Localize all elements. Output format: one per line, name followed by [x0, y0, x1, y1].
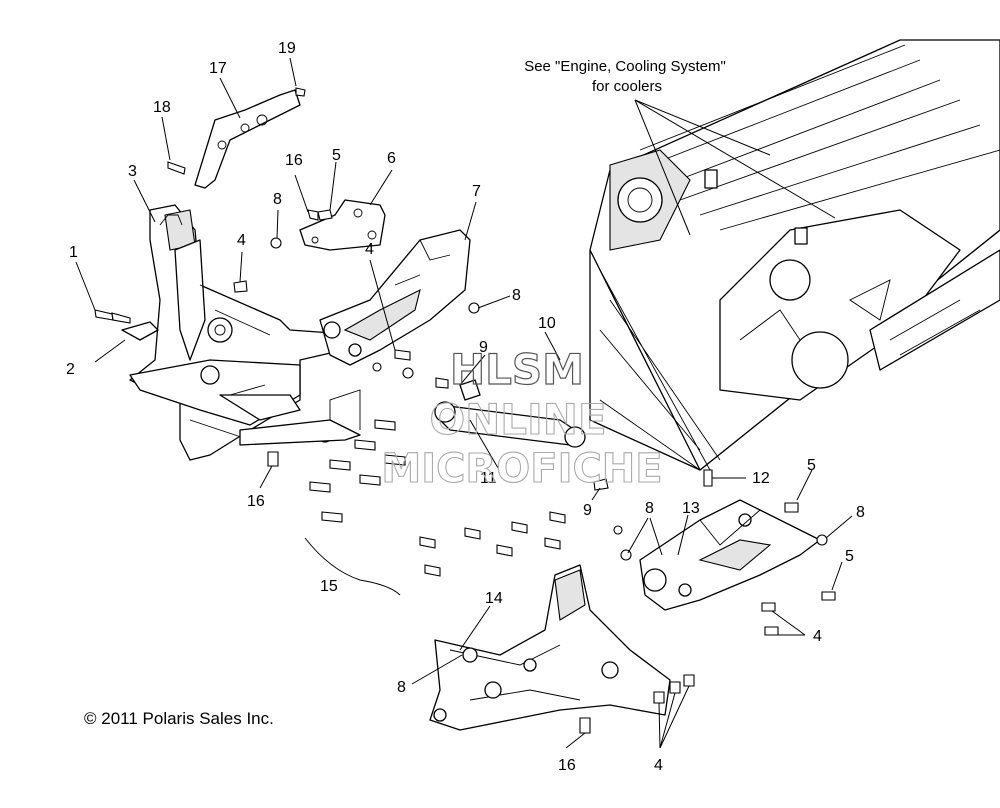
callout-10: 10	[538, 315, 556, 332]
nut-part-8-top	[270, 237, 282, 249]
shaft-part-11	[434, 379, 586, 448]
callout-5-top: 5	[332, 147, 341, 164]
callout-9-low: 9	[583, 502, 592, 519]
callout-13: 13	[682, 500, 700, 517]
bolt-group-part-15	[304, 419, 406, 596]
callout-19: 19	[278, 40, 296, 57]
callout-8-right-b: 8	[856, 504, 865, 521]
cooler-note: See "Engine, Cooling System" for coolers	[524, 58, 726, 95]
callout-17: 17	[209, 60, 227, 77]
nut-part-8-mid	[372, 302, 480, 379]
watermark: HLSM ONLINE MICROFICHE	[381, 344, 663, 492]
bolt-part-19	[295, 87, 306, 97]
callout-8-right-a: 8	[645, 500, 654, 517]
leader-lines	[75, 57, 853, 749]
callout-14: 14	[485, 590, 503, 607]
bolt-part-5-top	[317, 209, 333, 221]
hardware-part-13	[613, 502, 836, 636]
callout-8-low: 8	[397, 679, 406, 696]
watermark-line-3: MICROFICHE	[381, 446, 662, 492]
tunnel-chassis	[589, 39, 1000, 471]
watermark-line-1: HLSM	[450, 345, 584, 394]
callout-4-mid: 4	[365, 241, 374, 258]
watermark-line-2: ONLINE	[429, 395, 606, 444]
bulkhead-part-14	[429, 564, 671, 731]
copyright: © 2011 Polaris Sales Inc.	[84, 709, 274, 728]
callout-5-right-low: 5	[845, 548, 854, 565]
bolt-part-1	[94, 309, 131, 324]
callout-16-top: 16	[285, 152, 303, 169]
bolt-part-4-mid	[394, 349, 411, 361]
bracket-part-13	[639, 499, 821, 611]
callout-12: 12	[752, 470, 770, 487]
front-bulkhead-left	[129, 204, 366, 461]
callout-7: 7	[472, 183, 481, 200]
bolt-part-12	[703, 469, 713, 487]
callout-3: 3	[128, 163, 137, 180]
callout-4-low: 4	[654, 757, 663, 774]
callout-9-top: 9	[479, 339, 488, 356]
callout-16-mid: 16	[247, 493, 265, 510]
callout-8-top: 8	[273, 191, 282, 208]
callout-6: 6	[387, 150, 396, 167]
callout-15: 15	[320, 578, 338, 595]
callout-16-low: 16	[558, 757, 576, 774]
callout-4-top: 4	[237, 232, 246, 249]
note-line-2: for coolers	[592, 78, 662, 95]
hardware-part-14	[267, 451, 695, 734]
bolt-part-18	[167, 161, 186, 175]
bracket-part-17	[194, 89, 301, 189]
callout-numbers: 19 17 18 3 1 2 16 5 6 8 4 7 4 8 10 9 11 …	[66, 40, 865, 774]
callout-11: 11	[480, 470, 497, 487]
bolt-part-4-top	[233, 280, 248, 293]
callout-1: 1	[69, 244, 78, 261]
bracket-part-7	[319, 229, 471, 366]
callout-5-right-top: 5	[807, 457, 816, 474]
callout-2: 2	[66, 361, 75, 378]
callout-4-right: 4	[813, 628, 822, 645]
plate-part-2	[121, 321, 159, 341]
note-line-1: See "Engine, Cooling System"	[524, 58, 726, 75]
bolt-part-9	[435, 377, 609, 491]
callout-8-mid: 8	[512, 287, 521, 304]
callout-18: 18	[153, 99, 171, 116]
bolt-cluster-lower	[419, 511, 566, 577]
bolt-part-16-top	[307, 209, 319, 221]
plate-part-6	[299, 199, 386, 251]
